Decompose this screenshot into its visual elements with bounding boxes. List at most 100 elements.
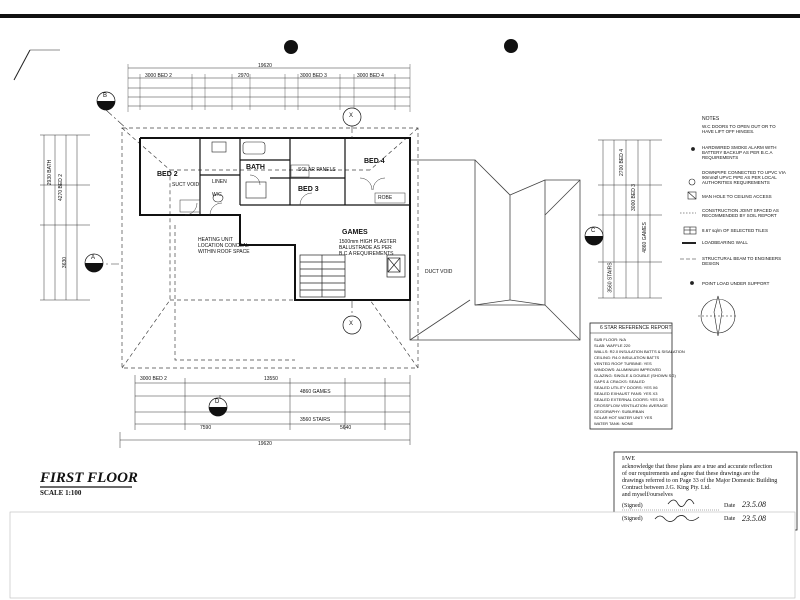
interior-walls [199,138,410,215]
section-marker-a: A [91,255,96,261]
section-marker-d: D [215,399,220,405]
dim-right-bed4: 2700 BED 4 [618,149,625,176]
bathroom-fixtures [211,141,267,203]
dim-bottom-5640: 5640 [340,425,352,431]
dim-left-3630: 3630 [62,256,69,269]
report-heading: 6 STAR REFERENCE REPORT [600,325,672,331]
report-line: GLAZING: SINGLE & DOUBLE (SHOWN SG) [594,373,676,378]
report-line: CROSSFLOW VENTILATION: AVERAGE [594,403,668,408]
note-item: STRUCTURAL BEAM TO ENGINEERS DESIGN [702,256,782,266]
right-dimension-lines [598,139,662,299]
dim-left-bed2: 4270 BED 2 [57,174,64,201]
heating-note: HEATING UNIT LOCATION CONCEAL WITHIN ROO… [198,237,250,255]
label-duct-void: DUCT VOID [425,269,453,275]
note-item: DOWNPIPE CONNECTED TO UPVC VIA 90mmØ UPV… [702,170,786,185]
roof-outline-dashed [121,127,419,369]
binder-hole-left [284,40,298,54]
signature [654,499,700,522]
dim-right-bed3: 3000 BED 3 [630,184,637,211]
declaration-line: drawings referred to on Page 33 of the M… [622,478,778,484]
report-line: SEALED EXTERNAL DOORS: YES X5 [594,397,664,402]
label-suct-void: SUCT VOID [172,182,200,188]
declaration-line: and myself/ourselves [622,492,673,498]
report-line: SLAB: WAFFLE 220 [594,343,631,348]
date-label-2: Date [724,516,736,522]
top-dimension-lines [127,64,411,112]
section-marker-b: B [103,93,108,99]
declaration-line: of our requirements and agree that these… [622,471,760,477]
dim-bottom-mid: 13550 [264,376,278,382]
dim-left-bath: 2930 BATH [47,159,54,186]
star-report-box [589,322,673,430]
dim-bottom-overall: 19620 [258,441,272,447]
declaration-line: I/WE [622,456,635,462]
exterior-walls [139,137,411,301]
notes-legend-symbols [680,147,697,285]
note-item: MAN HOLE TO CEILING ACCESS [702,194,772,199]
plaster-note: 1500mm HIGH PLASTER BALUSTRADE AS PER B.… [339,239,397,257]
report-line: SEALED UTILITY DOORS: YES X6 [594,385,658,390]
dim-top-2970: 2970 [238,73,250,79]
lower-blank-panel [9,511,796,599]
date-label-1: Date [724,503,736,509]
signed-label-1: (Signed) [622,503,643,509]
date-value-2: 23.5.08 [742,514,766,523]
scan-border-top [0,14,800,18]
report-line: WINDOWS: ALUMINIUM IMPROVED [594,367,662,372]
room-label-bath: BATH [246,164,265,171]
room-label-bed3: BED 3 [298,186,319,193]
dim-bottom-games: 4860 GAMES [300,389,331,395]
report-line: SUB FLOOR: N/A [594,337,627,342]
note-item: CONSTRUCTION JOINT SPACED AS RECOMMENDED… [702,208,779,218]
stairs [299,254,406,298]
label-robe: ROBE [378,195,393,201]
room-label-games: GAMES [342,229,368,236]
left-dimension-lines [40,134,90,301]
dim-top-bed4: 3000 BED 4 [357,73,384,79]
section-cut-lines [95,109,604,412]
section-marker-x-bottom: X [349,321,354,327]
declaration-line: Contract between J.G. King Pty. Ltd. [622,485,711,491]
sheet-title: FIRST FLOOR [40,470,138,486]
corner-mark [13,49,31,81]
report-line: SEALED EXHAUST FANS: YES X3 [594,391,658,396]
report-line: WALLS: R2.0 INSULATION BATTS & SISALATIO… [594,349,685,354]
section-marker-x-top: X [349,113,354,119]
sheet-scale: SCALE 1:100 [40,489,82,497]
dim-bottom-7590: 7590 [200,425,212,431]
section-marker-c: C [591,228,596,234]
label-linen: LINEN [212,179,227,185]
dim-top-bed3: 3000 BED 3 [300,73,327,79]
wardrobes [179,164,406,213]
report-line: CEILING: R4.0 INSULATION BATTS [594,355,660,360]
report-line: SOLAR HOT WATER UNIT: YES [594,415,653,420]
door-swings [184,174,386,216]
report-line: WATER TANK: NONE [594,421,634,426]
note-item: POINT LOAD UNDER SUPPORT [702,281,770,286]
declaration-line: acknowledge that these plans are a true … [622,464,773,470]
duct-void [387,257,401,273]
bottom-dimension-lines [119,375,411,448]
room-label-bed2: BED 2 [157,171,178,178]
report-line: GEOGRAPHY: SUBURBAN [594,409,645,414]
notes-heading: NOTES [702,116,720,122]
note-item: W.C DOORS TO OPEN OUT OR TO HAVE LIFT OF… [702,124,776,134]
ground-roof-plan [409,159,581,341]
date-value-1: 23.5.08 [742,500,766,509]
dim-top-overall: 19620 [258,63,272,69]
signed-label-2: (Signed) [622,516,643,522]
room-label-bed4: BED 4 [364,158,385,165]
room-label-wc: W/C [212,192,222,198]
report-line: VENTED ROOF TURBINE: YES [594,361,652,366]
label-solar-panels: SOLAR PANELS [298,167,336,173]
note-item: HARDWIRED SMOKE ALARM WITH BATTERY BACKU… [702,145,777,160]
dim-bottom-bed2: 3000 BED 2 [140,376,167,382]
dim-right-games: 4860 GAMES [641,222,648,253]
dim-right-stairs: 3560 STAIRS [607,262,614,293]
note-item: 8.67 sq/m OF SELECTED TILES [702,228,768,233]
dim-bottom-stairs: 3560 STAIRS [300,417,331,423]
dim-top-bed2: 3000 BED 2 [145,73,172,79]
note-item: LOADBEARING WALL [702,240,748,245]
binder-hole-right [504,39,518,53]
